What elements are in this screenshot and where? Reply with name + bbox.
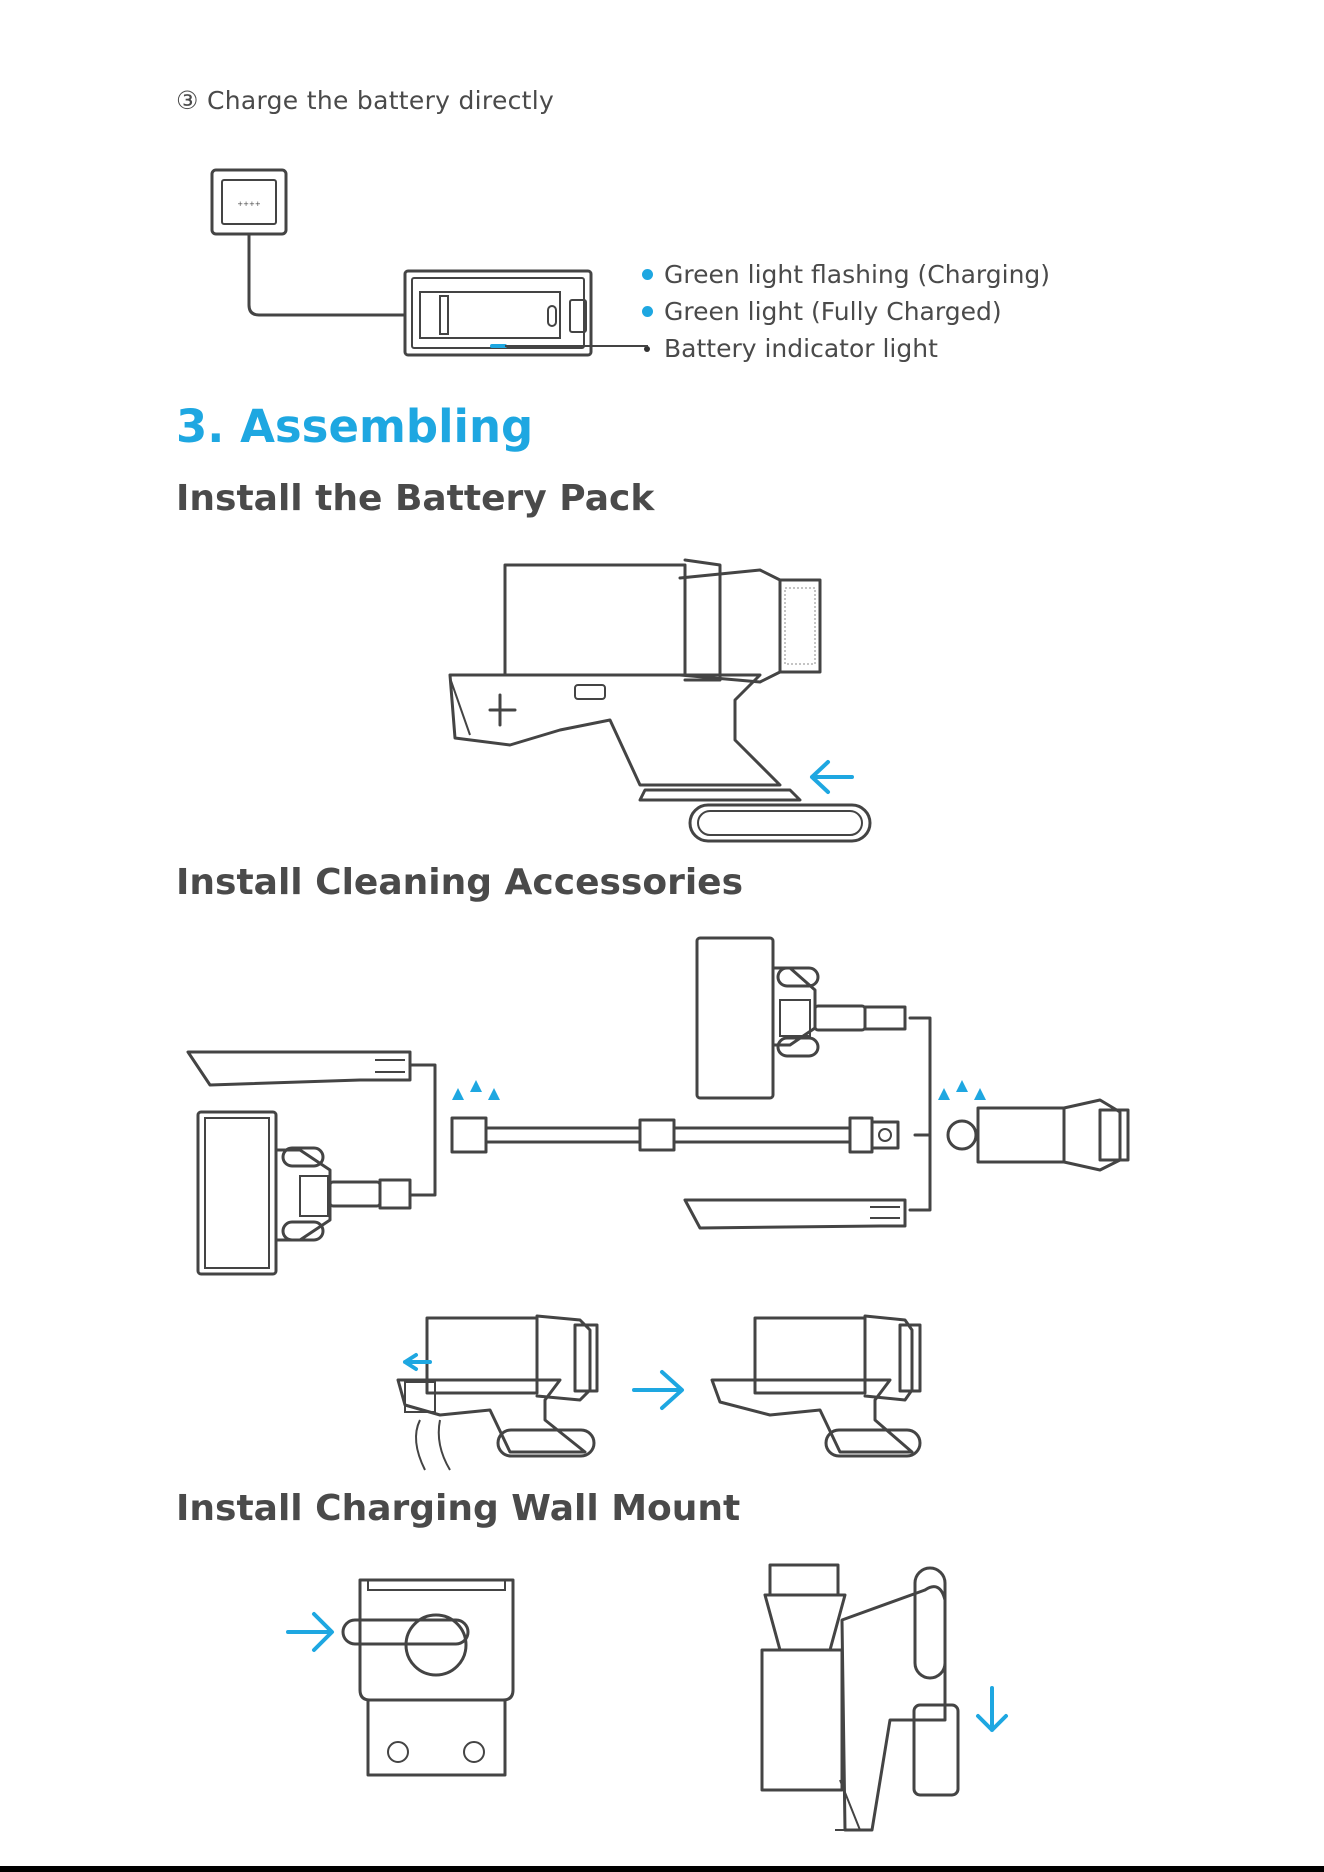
charger-illustration: ++++: [212, 170, 648, 355]
page-bottom-rule: [0, 1866, 1324, 1872]
wallmount-illustration: [288, 1565, 1006, 1830]
battery-install-illustration: [450, 560, 870, 841]
accessories-illustration: [188, 938, 1128, 1274]
attach-illustration: [398, 1316, 920, 1470]
svg-text:++++: ++++: [237, 200, 261, 208]
